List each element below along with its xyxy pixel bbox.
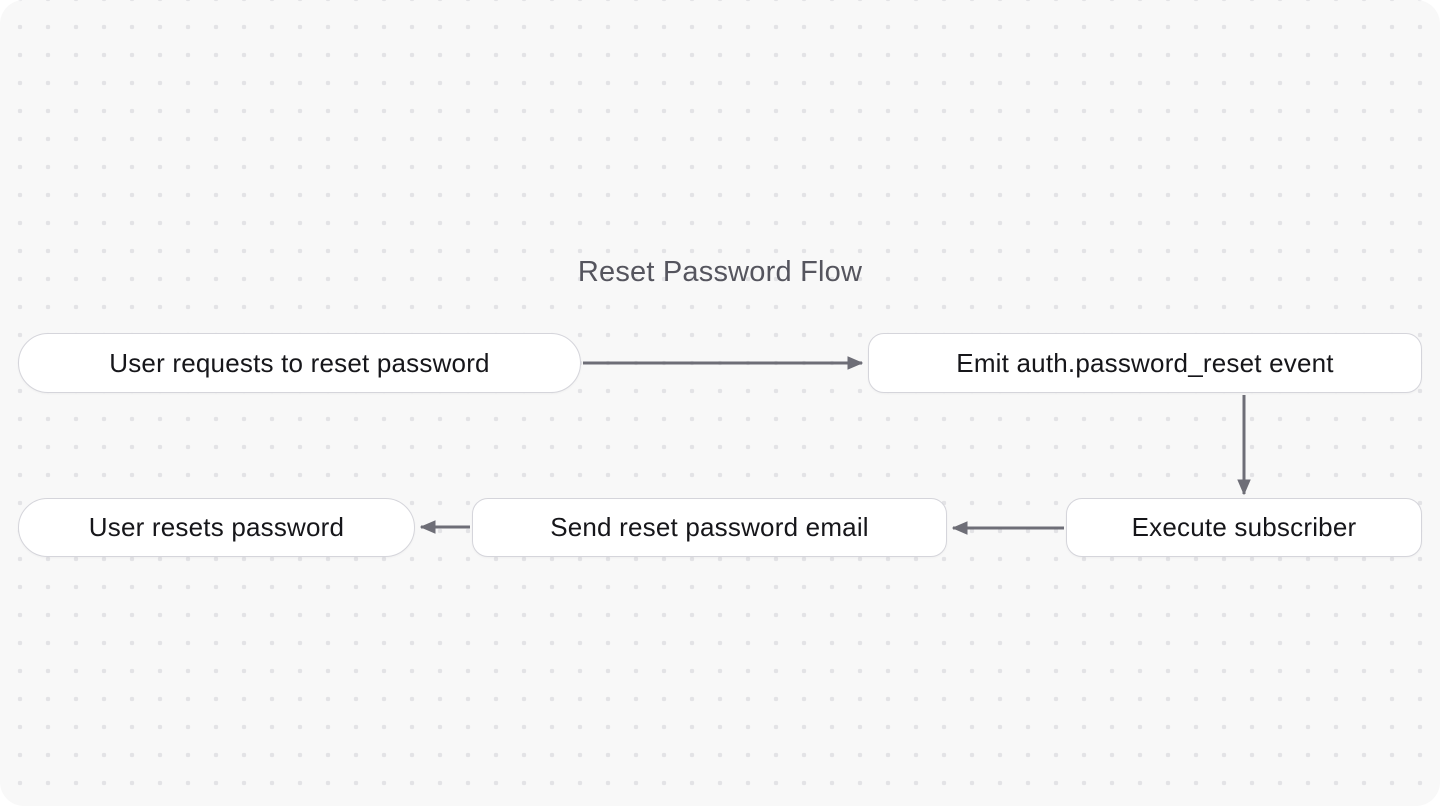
node-user-requests-reset: User requests to reset password — [18, 333, 581, 393]
node-label: Emit auth.password_reset event — [956, 347, 1334, 378]
node-user-resets-password: User resets password — [18, 498, 415, 557]
node-label: Execute subscriber — [1131, 512, 1357, 542]
node-execute-subscriber: Execute subscriber — [1066, 498, 1422, 557]
node-emit-password-reset-event: Emit auth.password_reset event — [868, 333, 1422, 393]
node-label: User resets password — [88, 512, 345, 542]
node-label: User requests to reset password — [109, 347, 490, 378]
node-label: Send reset password email — [550, 512, 869, 542]
node-send-reset-password-email: Send reset password email — [472, 498, 947, 557]
diagram-title: Reset Password Flow — [577, 256, 863, 288]
